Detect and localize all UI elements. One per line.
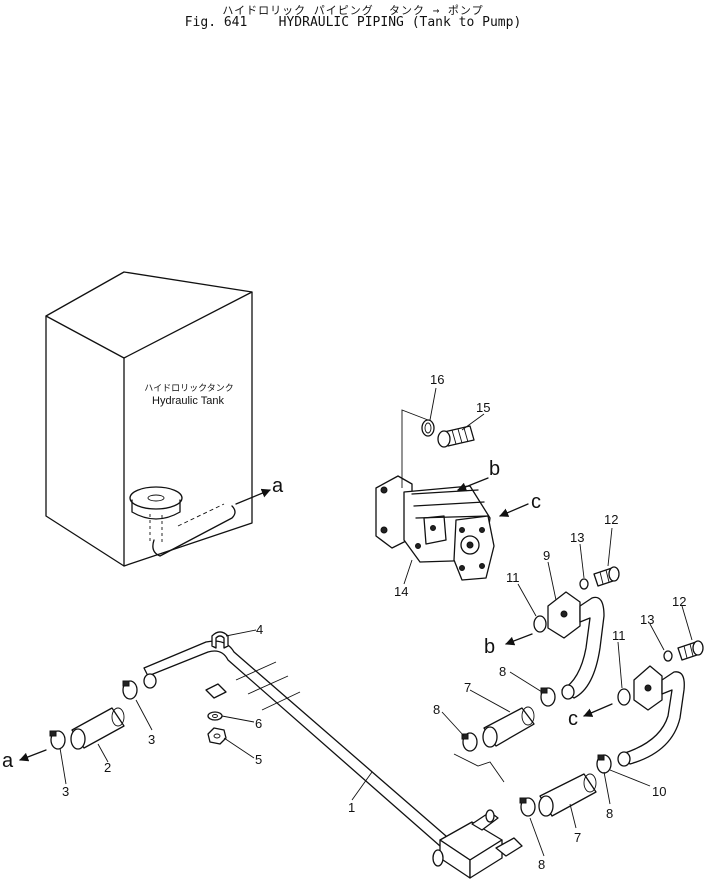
leader-lines <box>59 387 693 857</box>
callout-3-b: 3 <box>148 732 155 747</box>
callout-3-a: 3 <box>62 784 69 799</box>
connection-arrow-b-pump <box>457 477 489 492</box>
hose-clamp-8-d <box>596 754 612 774</box>
washer-13-right <box>663 650 673 662</box>
figure-title-english: Fig. 641 HYDRAULIC PIPING (Tank to Pump) <box>184 15 522 30</box>
bolt-12-left <box>593 566 620 587</box>
hose-clamp-8-c <box>519 797 536 817</box>
figure-title-japanese: ハイドロリック パイピング タンク → ポンプ <box>222 4 484 17</box>
connection-arrow-c-pump <box>499 503 529 517</box>
hydraulic-pump <box>375 475 495 581</box>
mounting-plate-lines <box>235 661 301 711</box>
hose-clamp-8-a <box>461 732 478 752</box>
washer-13-left <box>579 578 589 590</box>
callout-4: 4 <box>256 622 263 637</box>
hose-clamp-3-b <box>122 680 138 700</box>
callout-8-d: 8 <box>606 806 613 821</box>
callout-7-lower: 7 <box>574 830 581 845</box>
elbow-pipe-10 <box>617 665 685 767</box>
hose-2 <box>70 707 125 750</box>
hydraulic-tank: ハイドロリックタンク Hydraulic Tank <box>45 271 253 567</box>
o-ring-11-left <box>533 615 547 633</box>
hose-7-upper <box>482 706 535 748</box>
elbow-pipe-9 <box>547 591 605 700</box>
callout-8-a: 8 <box>433 702 440 717</box>
hose-clamp-8-b <box>540 687 556 707</box>
connection-label-c-pipe: c <box>568 708 578 730</box>
callout-8-c: 8 <box>538 857 545 872</box>
o-ring-16 <box>421 419 435 437</box>
callout-12-right: 12 <box>672 594 686 609</box>
callout-11-left: 11 <box>506 570 520 585</box>
o-ring-11-right <box>617 688 631 706</box>
washer-6 <box>207 711 223 721</box>
leader-16 <box>401 409 429 488</box>
callout-2: 2 <box>104 760 111 775</box>
callout-14: 14 <box>394 584 408 599</box>
connection-arrow-a-tank <box>235 488 271 505</box>
callout-10: 10 <box>652 784 666 799</box>
connection-label-b-pipe: b <box>484 636 495 658</box>
callout-6: 6 <box>255 716 262 731</box>
callout-13-right: 13 <box>640 612 654 627</box>
connection-arrow-b-pipe <box>505 633 533 646</box>
callout-8-b: 8 <box>499 664 506 679</box>
callout-13-left: 13 <box>570 530 584 545</box>
hose-clamp-3-a <box>49 730 66 750</box>
connection-label-c-pump: c <box>531 491 541 513</box>
connection-arrow-a-hose <box>19 749 47 762</box>
callout-9: 9 <box>543 548 550 563</box>
tank-label-japanese: ハイドロリックタンク <box>144 383 233 393</box>
connection-label-a-tank: a <box>272 475 284 497</box>
callout-1: 1 <box>348 800 355 815</box>
nut-5 <box>207 727 227 745</box>
callout-12-left: 12 <box>604 512 618 527</box>
callout-5: 5 <box>255 752 262 767</box>
bolt-12-right <box>677 640 704 661</box>
connection-label-b-pump: b <box>489 458 500 480</box>
connection-label-a-hose: a <box>2 750 14 772</box>
callout-11-right: 11 <box>612 628 626 643</box>
connection-arrow-c-pipe <box>583 703 613 717</box>
callout-15: 15 <box>476 400 490 415</box>
mounting-bracket <box>205 683 227 699</box>
callout-7-upper: 7 <box>464 680 471 695</box>
bolt-15 <box>437 425 475 448</box>
callout-16: 16 <box>430 372 444 387</box>
u-bolt-4 <box>211 631 229 649</box>
hose-reference-line <box>453 753 505 783</box>
tank-label-english: Hydraulic Tank <box>152 395 224 407</box>
hose-7-lower <box>538 773 597 817</box>
